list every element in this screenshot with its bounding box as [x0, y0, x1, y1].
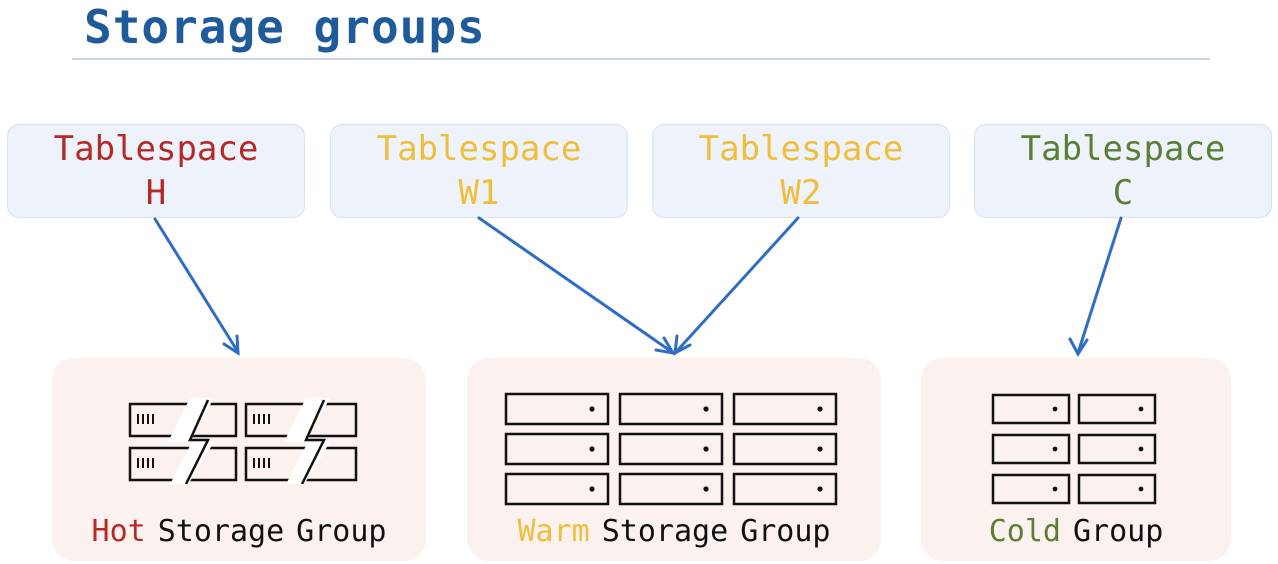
- arrow-w2-to-warm: [674, 216, 800, 354]
- tablespace-name: W1: [458, 173, 500, 213]
- tablespace-name: H: [145, 173, 167, 213]
- tablespace-label: Tablespace: [698, 129, 904, 169]
- hot-storage-group: Hot Storage Group: [52, 358, 426, 561]
- tablespace-label: Tablespace: [53, 129, 259, 169]
- disk-array-icon: [504, 392, 838, 506]
- arrow-c-to-cold: [1076, 216, 1123, 355]
- group-prefix: Hot: [91, 514, 146, 549]
- group-word: Group: [1072, 514, 1164, 549]
- group-prefix: Cold: [988, 514, 1061, 549]
- group-label: Hot Storage Group: [52, 514, 426, 549]
- group-word: Storage: [601, 514, 729, 549]
- group-label: Cold Group: [921, 514, 1231, 549]
- group-word: Group: [296, 514, 387, 549]
- warm-storage-group: Warm Storage Group: [467, 358, 881, 561]
- cold-group: Cold Group: [921, 358, 1231, 561]
- tablespace-w2-box: Tablespace W2: [652, 124, 950, 218]
- flash-storage-icon: [128, 398, 358, 484]
- title-divider: [72, 58, 1210, 60]
- tablespace-label: Tablespace: [376, 129, 582, 169]
- arrow-w1-to-warm: [477, 216, 674, 354]
- tablespace-h-box: Tablespace H: [7, 124, 305, 218]
- tablespace-c-box: Tablespace C: [974, 124, 1272, 218]
- group-prefix: Warm: [517, 514, 590, 549]
- tablespace-name: W2: [780, 173, 822, 213]
- page-title: Storage groups: [84, 0, 486, 54]
- tablespace-label: Tablespace: [1020, 129, 1226, 169]
- disk-array-small-icon: [991, 393, 1157, 505]
- group-word: Group: [740, 514, 831, 549]
- arrow-h-to-hot: [153, 217, 240, 354]
- tablespace-name: C: [1112, 173, 1134, 213]
- group-label: Warm Storage Group: [467, 514, 881, 549]
- group-word: Storage: [157, 514, 285, 549]
- tablespace-w1-box: Tablespace W1: [330, 124, 628, 218]
